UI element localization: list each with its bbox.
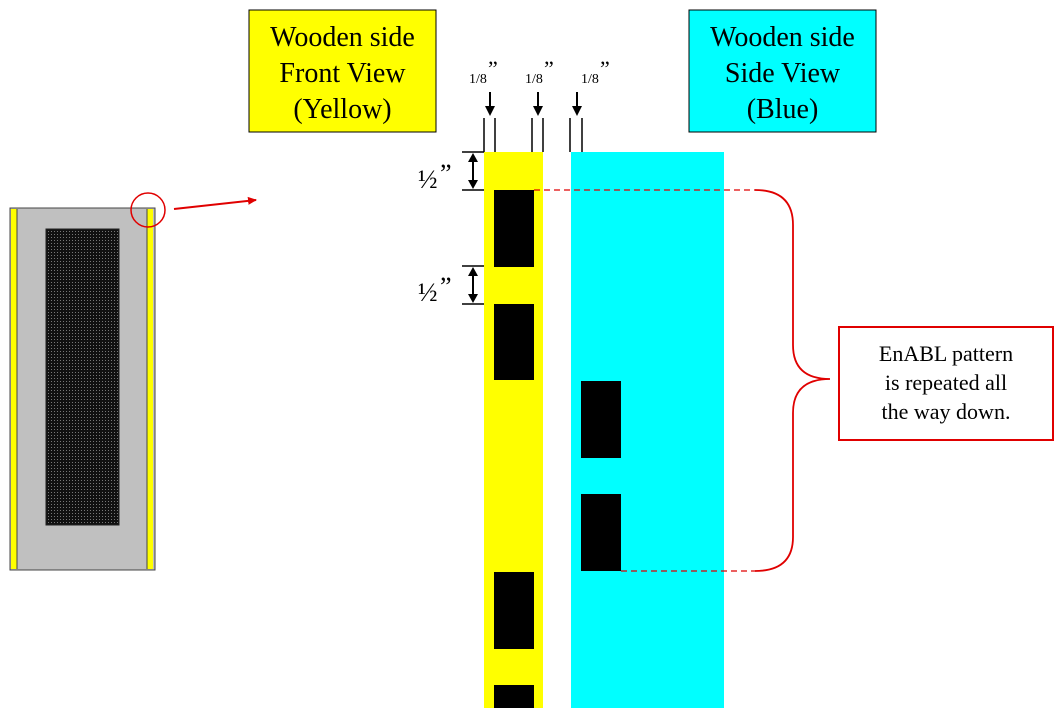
pattern-block: [494, 190, 534, 267]
eighth-inch-dimension-2: 1/8 ”: [525, 56, 554, 116]
svg-text:”: ”: [488, 56, 498, 81]
thickness-ticks: [483, 118, 583, 152]
panel-left-edge: [11, 209, 17, 569]
note-line3: the way down.: [882, 399, 1011, 424]
pattern-block: [494, 572, 534, 649]
svg-text:½: ½: [418, 165, 438, 194]
svg-text:½: ½: [418, 278, 438, 307]
pattern-block: [581, 494, 621, 571]
half-inch-dimension-top: ½ ”: [418, 151, 484, 194]
zoom-circle: [130, 192, 166, 228]
svg-text:”: ”: [600, 56, 610, 81]
enabl-note-box: EnABL pattern is repeated all the way do…: [838, 326, 1054, 441]
svg-text:1/8: 1/8: [469, 72, 487, 87]
svg-text:1/8: 1/8: [525, 72, 543, 87]
svg-text:”: ”: [544, 56, 554, 81]
front-view-pattern-blocks: [494, 190, 534, 708]
svg-text:”: ”: [440, 272, 452, 301]
panel-right-edge: [147, 209, 153, 569]
pattern-block: [581, 381, 621, 458]
side-view-title-line3: (Blue): [747, 94, 819, 125]
front-view-title-line2: Front View: [279, 58, 406, 89]
speaker-panel-overview: [9, 207, 156, 571]
pattern-brace: [754, 189, 831, 572]
eighth-inch-dimension-1: 1/8 ”: [469, 56, 498, 116]
side-view-title-box: Wooden side Side View (Blue): [688, 9, 877, 133]
front-view-title-line3: (Yellow): [293, 94, 391, 125]
note-line1: EnABL pattern: [879, 341, 1013, 366]
pattern-block: [494, 685, 534, 708]
side-view-title-line2: Side View: [725, 58, 841, 89]
side-view-title-line1: Wooden side: [710, 22, 855, 53]
pattern-block: [494, 304, 534, 380]
front-view-title-line1: Wooden side: [270, 22, 415, 53]
zoom-arrow: [173, 196, 257, 210]
panel-grille: [45, 228, 120, 526]
note-line2: is repeated all: [885, 370, 1007, 395]
svg-text:”: ”: [440, 159, 452, 188]
front-view-title-box: Wooden side Front View (Yellow): [248, 9, 437, 133]
side-view-pattern-blocks: [581, 381, 621, 571]
svg-text:1/8: 1/8: [581, 72, 599, 87]
half-inch-dimension-middle: ½ ”: [418, 265, 484, 307]
eighth-inch-dimension-3: 1/8 ”: [572, 56, 610, 116]
